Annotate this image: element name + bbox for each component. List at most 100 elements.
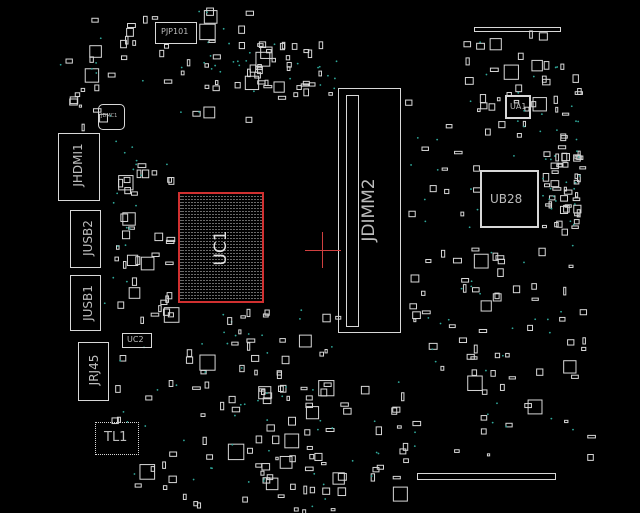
smd-component[interactable] (557, 162, 563, 168)
smd-component[interactable] (563, 186, 567, 192)
smd-component[interactable] (572, 197, 581, 202)
jhdmi1-part[interactable] (58, 133, 100, 201)
smd-component[interactable] (293, 92, 299, 98)
smd-component[interactable] (571, 374, 579, 379)
smd-component[interactable] (492, 293, 502, 302)
smd-component[interactable] (212, 85, 220, 92)
smd-component[interactable] (286, 66, 291, 72)
smd-component[interactable] (402, 442, 409, 451)
smd-component[interactable] (257, 43, 264, 47)
smd-component[interactable] (240, 315, 246, 319)
smd-component[interactable] (249, 64, 257, 73)
smd-component[interactable] (151, 252, 160, 257)
smd-component[interactable] (471, 369, 478, 376)
smd-component[interactable] (322, 313, 331, 323)
smd-component[interactable] (309, 453, 315, 460)
smd-component[interactable] (405, 99, 413, 106)
jusb2-part[interactable] (70, 210, 101, 268)
smd-component[interactable] (337, 472, 347, 481)
smd-component[interactable] (305, 402, 313, 409)
smd-component[interactable] (300, 386, 308, 391)
smd-component[interactable] (271, 57, 276, 63)
smd-component[interactable] (323, 382, 332, 387)
smd-component[interactable] (472, 287, 480, 293)
smd-component[interactable] (273, 81, 285, 93)
smd-component[interactable] (318, 70, 322, 77)
smd-component[interactable] (251, 354, 260, 362)
smd-component[interactable] (413, 318, 417, 323)
smd-component[interactable] (577, 88, 582, 95)
smd-component[interactable] (220, 401, 225, 411)
smd-component[interactable] (548, 195, 556, 201)
smd-component[interactable] (302, 80, 310, 86)
smd-component[interactable] (206, 7, 214, 16)
smd-component[interactable] (165, 261, 174, 266)
smd-component[interactable] (244, 75, 260, 91)
smd-component[interactable] (515, 84, 523, 93)
smd-component[interactable] (84, 68, 100, 83)
smd-component[interactable] (516, 132, 522, 138)
smd-component[interactable] (448, 324, 456, 329)
smd-component[interactable] (495, 255, 505, 260)
smd-component[interactable] (81, 123, 85, 132)
smd-component[interactable] (142, 15, 148, 24)
smd-component[interactable] (169, 451, 178, 457)
smd-component[interactable] (92, 108, 102, 113)
smd-component[interactable] (275, 456, 279, 461)
smd-component[interactable] (572, 74, 579, 83)
smd-component[interactable] (561, 112, 570, 116)
smd-component[interactable] (485, 128, 491, 136)
smd-component[interactable] (247, 447, 253, 454)
smd-component[interactable] (126, 254, 139, 267)
smd-component[interactable] (563, 360, 577, 374)
smd-component[interactable] (543, 151, 551, 157)
smd-component[interactable] (203, 10, 218, 24)
smd-component[interactable] (165, 295, 170, 303)
smd-component[interactable] (538, 247, 546, 257)
smd-component[interactable] (480, 415, 488, 421)
smd-component[interactable] (401, 392, 405, 402)
smd-component[interactable] (145, 395, 153, 401)
smd-component[interactable] (497, 268, 504, 277)
smd-component[interactable] (199, 354, 216, 371)
smd-component[interactable] (132, 40, 137, 46)
smd-component[interactable] (489, 67, 499, 72)
smd-component[interactable] (403, 458, 409, 464)
smd-component[interactable] (408, 210, 416, 218)
smd-component[interactable] (548, 201, 553, 209)
smd-component[interactable] (492, 252, 499, 261)
smd-component[interactable] (255, 463, 263, 468)
smd-component[interactable] (476, 42, 485, 50)
smd-component[interactable] (162, 485, 168, 491)
smd-component[interactable] (464, 77, 474, 85)
smd-component[interactable] (306, 445, 313, 450)
smd-component[interactable] (263, 392, 273, 399)
smd-component[interactable] (260, 46, 273, 59)
smd-component[interactable] (553, 95, 558, 104)
smd-component[interactable] (440, 365, 445, 371)
smd-component[interactable] (441, 167, 448, 171)
smd-component[interactable] (561, 153, 570, 162)
smd-component[interactable] (479, 94, 487, 103)
smd-component[interactable] (564, 419, 569, 424)
smd-component[interactable] (264, 309, 270, 316)
smd-component[interactable] (480, 428, 487, 435)
smd-component[interactable] (214, 80, 219, 86)
smd-component[interactable] (461, 277, 470, 283)
smd-component[interactable] (238, 329, 242, 335)
smd-component[interactable] (587, 454, 594, 461)
smd-component[interactable] (150, 312, 160, 317)
smd-component[interactable] (391, 407, 398, 415)
smd-component[interactable] (412, 420, 422, 427)
smd-component[interactable] (582, 337, 586, 345)
smd-component[interactable] (481, 389, 488, 395)
smd-component[interactable] (552, 187, 562, 191)
smd-component[interactable] (337, 487, 347, 497)
smd-component[interactable] (581, 346, 587, 352)
smd-component[interactable] (579, 166, 587, 170)
smd-component[interactable] (573, 219, 580, 225)
smd-component[interactable] (536, 368, 544, 376)
top-connector[interactable] (474, 27, 561, 32)
smd-component[interactable] (541, 75, 547, 83)
smd-component[interactable] (126, 27, 134, 37)
